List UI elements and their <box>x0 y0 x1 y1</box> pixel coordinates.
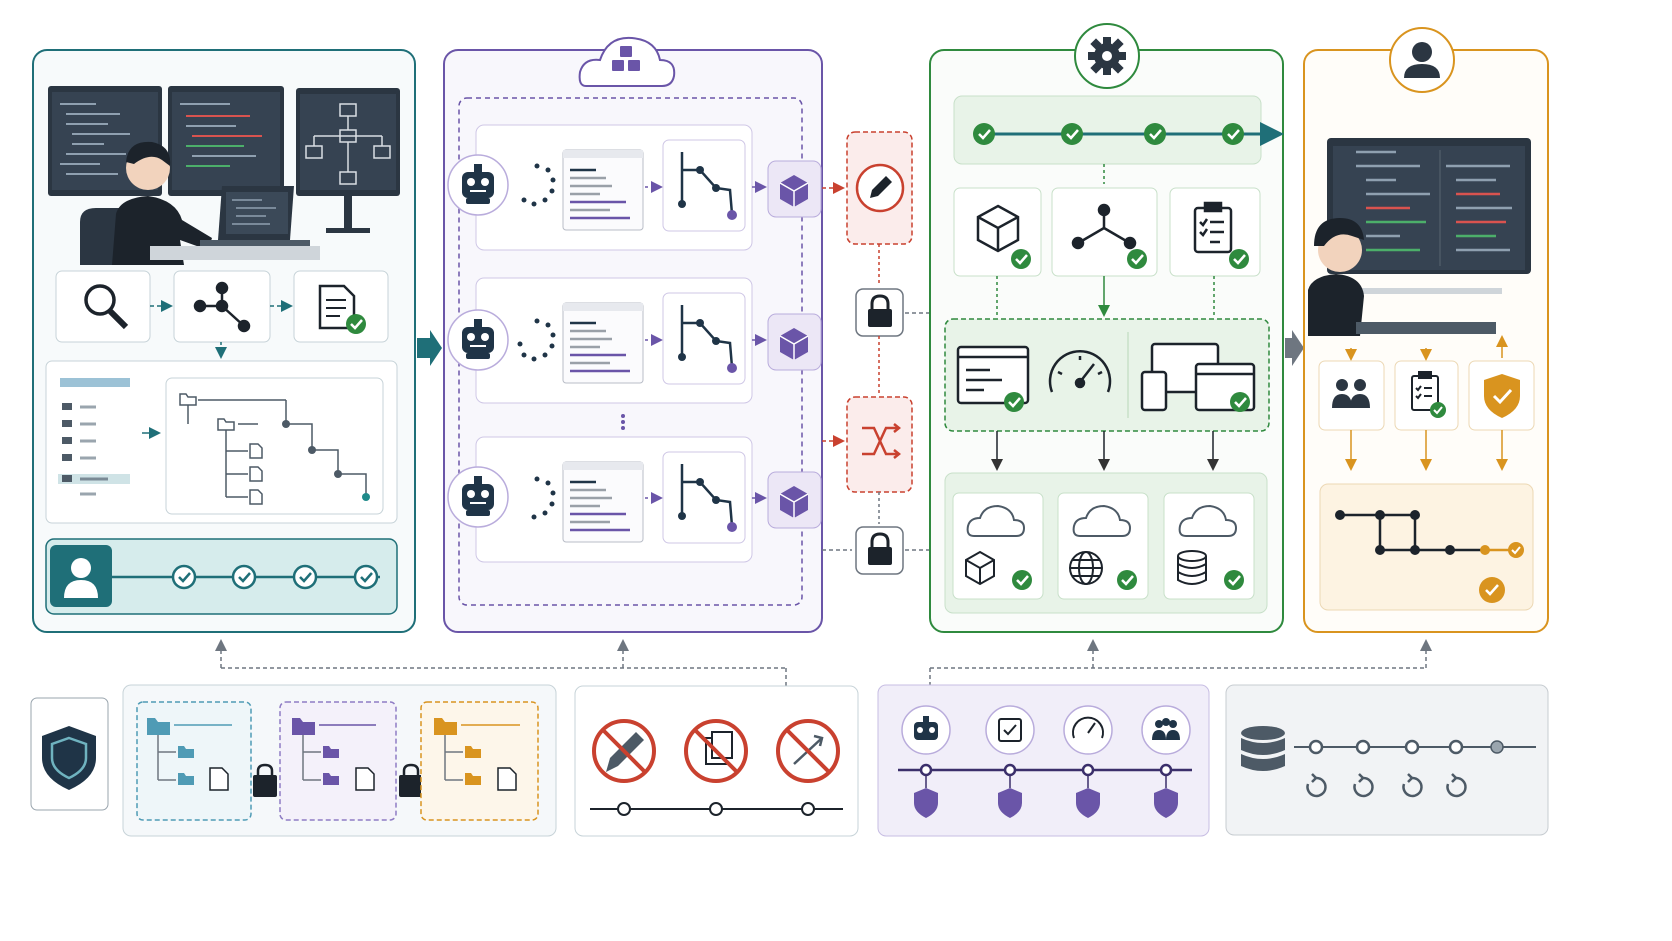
restriction-timeline <box>590 802 843 816</box>
footer-restrictions <box>574 685 859 837</box>
feedback-connectors <box>215 639 1432 686</box>
compatibility-tests <box>944 318 1270 432</box>
gauge-icon <box>1072 716 1104 739</box>
panel-governance <box>822 131 930 575</box>
more-agents-dots <box>621 414 625 430</box>
footer-policy-timeline <box>877 684 1210 837</box>
laptop-icon <box>150 186 320 260</box>
lock-icon <box>868 532 892 565</box>
container-icon <box>965 550 995 586</box>
cloud-icon <box>1072 504 1132 537</box>
shield-icon <box>42 726 96 790</box>
footer-audit-log <box>1225 684 1549 836</box>
shield-check-icon <box>1484 374 1520 418</box>
team-icon <box>1332 379 1370 408</box>
file-icon <box>355 767 375 791</box>
loading-icon <box>521 163 556 207</box>
panel-validate <box>929 23 1284 633</box>
flow-arrow <box>1285 330 1304 366</box>
agent-row-3 <box>447 436 767 563</box>
shuffle-icon <box>862 423 902 459</box>
branch-icon <box>193 281 251 333</box>
workspace-teal <box>136 701 252 821</box>
cube-icon <box>976 204 1020 253</box>
artifact-cube-icons <box>767 160 822 529</box>
loading-icon <box>517 318 556 362</box>
workspace-purple <box>279 701 397 821</box>
flow-arrow <box>417 330 442 366</box>
checklist-icon <box>1411 371 1439 411</box>
panel-agents <box>443 36 823 633</box>
agent-row-1 <box>447 124 767 251</box>
network-icon <box>1071 203 1137 250</box>
database-icon <box>1177 550 1207 585</box>
footer-isolation <box>122 684 557 837</box>
bot-icon <box>914 716 938 740</box>
cloud-icon <box>966 504 1026 537</box>
globe-icon <box>1069 551 1103 585</box>
file-explorer <box>45 360 398 524</box>
panel-develop <box>32 49 416 633</box>
team-icon <box>1152 718 1180 740</box>
user-icon <box>64 558 98 598</box>
user-icon <box>1389 27 1455 93</box>
document-check-icon <box>318 284 366 334</box>
policy-shield-icons <box>914 788 1178 818</box>
merge-graph <box>1319 483 1534 611</box>
workspace-orange <box>420 701 539 821</box>
gauge-icon <box>1048 349 1112 393</box>
agent-row-2 <box>447 277 767 404</box>
gear-icon <box>1074 23 1140 89</box>
edit-icon <box>855 163 905 213</box>
search-icon <box>84 284 129 330</box>
lock-icon <box>868 294 892 327</box>
file-icon <box>497 767 517 791</box>
database-icon <box>1241 726 1285 771</box>
no-copy-icon <box>684 719 748 783</box>
developer-person-icon <box>80 141 212 265</box>
cloud-cube-icon <box>578 36 676 87</box>
reviewer-person-icon <box>1308 218 1496 336</box>
app-window-icon <box>956 345 1030 405</box>
lock-icon <box>253 763 277 797</box>
devices-icon <box>1140 342 1256 412</box>
reviewer-monitor <box>1320 138 1531 294</box>
pipeline-checks <box>953 95 1284 165</box>
no-merge-icon <box>776 719 840 783</box>
checklist-icon <box>1193 201 1233 254</box>
review-cards <box>1318 360 1535 431</box>
lock-icon <box>399 763 423 797</box>
progress-check-marks <box>171 564 379 590</box>
file-icon <box>209 767 229 791</box>
validation-cards <box>953 187 1261 277</box>
dev-tool-row <box>55 270 389 343</box>
cloud-deployments <box>944 472 1268 614</box>
panel-review <box>1303 27 1549 633</box>
history-icons <box>1306 773 1467 798</box>
cloud-icon <box>1178 504 1238 537</box>
no-edit-icon <box>592 719 656 783</box>
loading-icon <box>531 476 556 520</box>
identity-progress <box>45 538 398 615</box>
check-icon <box>998 718 1022 742</box>
footer-security <box>30 697 109 811</box>
